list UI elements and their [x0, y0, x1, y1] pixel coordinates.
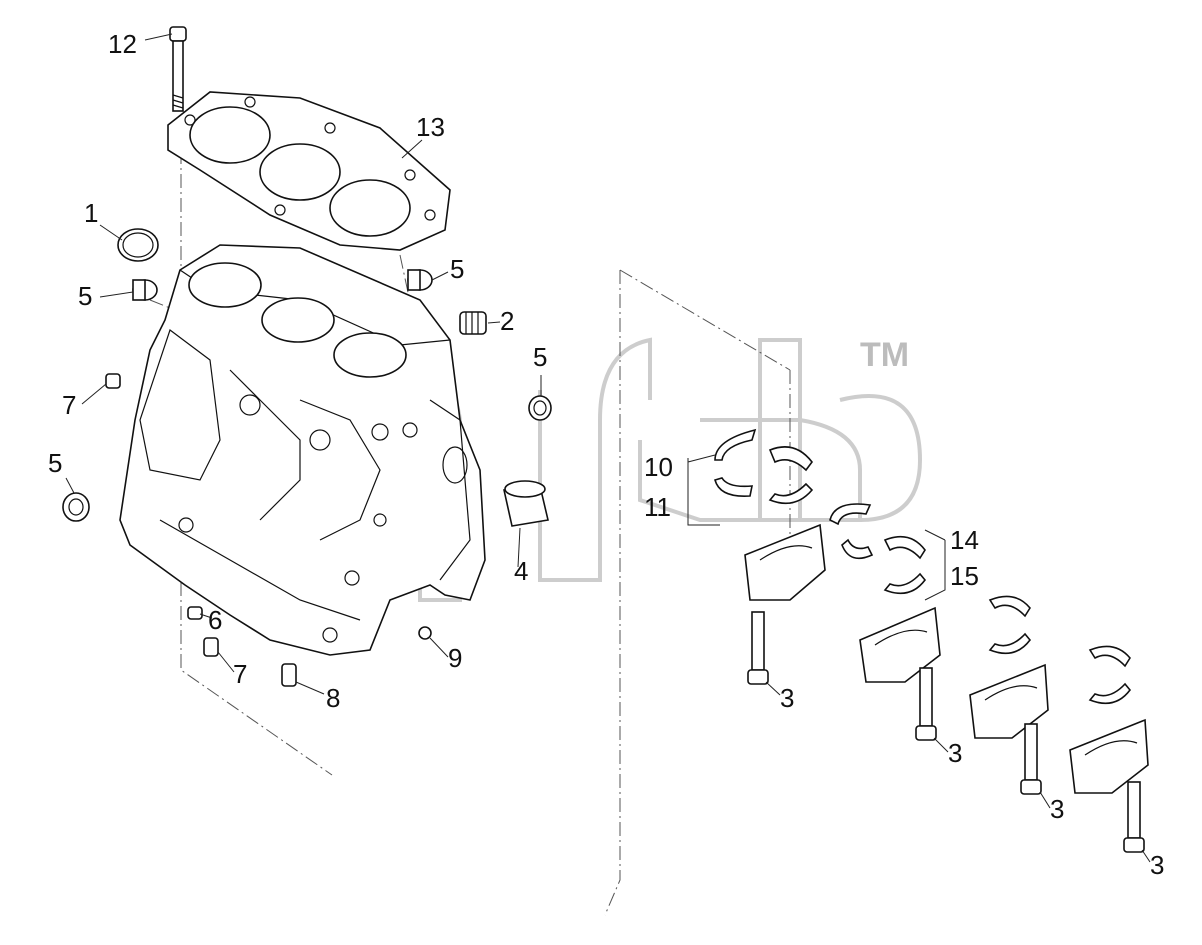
small-plug-7-upper [105, 373, 121, 389]
callout-c6: 6 [208, 605, 222, 635]
leader-lines [65, 33, 1151, 863]
callout-c10: 10 [644, 452, 673, 482]
callout-c12: 12 [108, 29, 137, 59]
callout-c3d: 3 [1150, 850, 1164, 880]
cap-bolt-3 [1020, 723, 1042, 795]
callout-c4: 4 [514, 556, 528, 586]
callout-c5c: 5 [533, 342, 547, 372]
callout-c9: 9 [448, 643, 462, 673]
thrust-washers [714, 428, 874, 560]
head-gasket [167, 91, 451, 251]
cap-bolt-4 [1123, 781, 1145, 853]
callout-c3c: 3 [1050, 794, 1064, 824]
bearing-cap-4 [1069, 718, 1149, 794]
cylinder-head-bolt [169, 26, 187, 112]
bearing-shells [768, 446, 1132, 705]
callout-c7b: 7 [233, 659, 247, 689]
cylinder-block [119, 244, 486, 656]
seal-front [62, 492, 90, 522]
watermark-tm: TM [860, 336, 909, 374]
callout-c5d: 5 [48, 448, 62, 478]
threaded-plug [459, 311, 487, 335]
bushing [503, 480, 549, 527]
small-plug-6 [187, 606, 203, 620]
callout-c15: 15 [950, 561, 979, 591]
callout-c8: 8 [326, 683, 340, 713]
bearing-cap-1 [744, 523, 826, 601]
seal-side [528, 395, 552, 421]
callout-c3b: 3 [948, 738, 962, 768]
o-ring [117, 228, 159, 262]
cap-bolt-1 [747, 611, 769, 685]
callout-c11: 11 [644, 492, 671, 522]
callout-c2: 2 [500, 306, 514, 336]
callout-c1: 1 [84, 198, 98, 228]
callout-c5a: 5 [78, 281, 92, 311]
plug-left [132, 279, 158, 301]
callout-c14: 14 [950, 525, 979, 555]
callout-c13: 13 [416, 112, 445, 142]
cap-bolt-2 [915, 667, 937, 741]
drain-plug-8 [281, 663, 297, 687]
small-plug-7-lower [203, 637, 219, 657]
callout-c5b: 5 [450, 254, 464, 284]
callout-c7a: 7 [62, 390, 76, 420]
plug-right [407, 269, 433, 291]
callout-c3a: 3 [780, 683, 794, 713]
small-plug-9 [418, 626, 432, 640]
